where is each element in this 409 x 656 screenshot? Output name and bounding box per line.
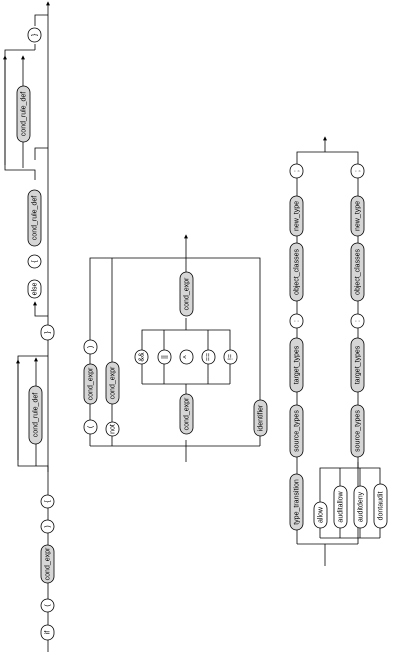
svg-text:not: not (109, 424, 116, 434)
auditdeny-keyword (353, 485, 368, 529)
svg-text:object_classes: object_classes (354, 249, 361, 295)
svg-text:cond_expr: cond_expr (44, 547, 51, 580)
binary-op-alternative: cond_expr && || ^ == != cond_expr (134, 258, 238, 446)
if-keyword: if (40, 624, 55, 641)
svg-text:source_types: source_types (354, 410, 361, 452)
svg-text:dontaudit: dontaudit (377, 492, 384, 521)
op-eq (201, 349, 216, 365)
svg-text:cond_expr: cond_expr (87, 367, 94, 400)
svg-text:source_types: source_types (293, 410, 300, 452)
else-keyword (27, 279, 42, 299)
svg-text:type_transition: type_transition (293, 479, 300, 525)
svg-text:else: else (31, 282, 38, 295)
cond-expr-node: cond_expr (40, 544, 55, 584)
rule-keyword-choice: allow auditallow auditdeny dontaudit (313, 462, 388, 539)
rule-def-loop-1: cond_rule_def (16, 355, 49, 472)
svg-text:identifier: identifier (257, 404, 264, 431)
svg-text:(: ( (87, 425, 94, 428)
cond-rule-def-node (28, 385, 43, 445)
svg-text:==: == (205, 353, 212, 361)
paren-alternative: ( cond_expr ) (83, 339, 98, 435)
else-open-brace (27, 254, 42, 269)
svg-text:auditdeny: auditdeny (357, 491, 364, 522)
svg-text:allow: allow (317, 506, 324, 523)
svg-text:;: ; (293, 170, 300, 172)
svg-text:): ) (87, 346, 94, 348)
else-close-brace (27, 27, 42, 43)
open-brace: { (40, 494, 55, 509)
svg-text:||: || (161, 355, 168, 359)
svg-text:cond_expr: cond_expr (183, 397, 190, 430)
svg-text:object_classes: object_classes (293, 249, 300, 295)
conditional-diagram: if ( cond_expr ) { cond_rul (3, 1, 55, 652)
svg-text:{: { (31, 260, 38, 263)
type-rules-diagram: type_transition source_types target_type… (289, 136, 388, 566)
op-or (157, 349, 172, 365)
svg-text::: : (293, 320, 300, 322)
svg-text:{: { (44, 500, 51, 503)
svg-text:cond_rule_def: cond_rule_def (31, 196, 38, 240)
svg-text:target_types: target_types (354, 345, 361, 384)
op-neq (223, 349, 238, 365)
else-branch: else { cond_rule_def cond_rule_def } (3, 14, 48, 317)
svg-text:(: ( (44, 604, 51, 607)
svg-text:cond_rule_def: cond_rule_def (20, 92, 27, 136)
op-xor (179, 349, 194, 365)
svg-text:cond_expr: cond_expr (109, 366, 116, 399)
else-loop-cond-rule-def-node (16, 85, 31, 143)
svg-text:): ) (44, 525, 51, 527)
dontaudit-keyword (373, 483, 388, 529)
cond-expr-diagram: ( cond_expr ) not cond_expr cond_expr (83, 234, 268, 462)
type-transition-path: type_transition source_types target_type… (289, 163, 304, 531)
svg-text:&&: && (138, 352, 145, 362)
svg-text:}: } (31, 33, 38, 36)
close-brace: } (40, 324, 55, 341)
op-and (134, 349, 149, 365)
svg-text:!=: != (227, 354, 234, 360)
allow-keyword (313, 501, 328, 529)
close-paren: ) (40, 519, 55, 534)
svg-text::: : (354, 320, 361, 322)
auditallow-keyword (333, 485, 348, 529)
svg-text:cond_expr: cond_expr (183, 277, 190, 310)
svg-text:}: } (44, 331, 51, 334)
identifier-alternative: identifier (253, 399, 268, 437)
allow-path: source_types target_types : object_class… (350, 163, 365, 458)
svg-text:new_type: new_type (354, 201, 361, 231)
open-paren: ( (40, 598, 55, 613)
svg-text:;: ; (354, 170, 361, 172)
not-alternative: not cond_expr (105, 258, 120, 446)
svg-text:if: if (44, 631, 51, 635)
svg-text:new_type: new_type (293, 201, 300, 231)
svg-text:^: ^ (183, 355, 190, 359)
else-cond-rule-def-node (27, 189, 42, 247)
svg-text:target_types: target_types (293, 345, 300, 384)
svg-text:auditallow: auditallow (337, 490, 344, 522)
cond-rule-def-label: cond_rule_def (32, 393, 39, 437)
